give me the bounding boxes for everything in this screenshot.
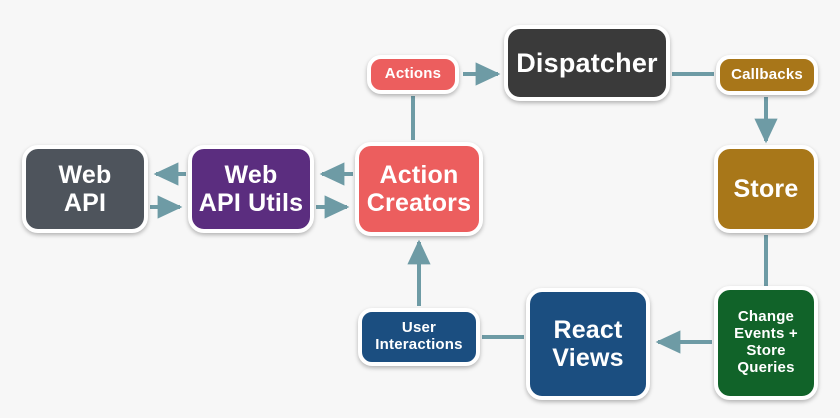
node-actions-label: Actions bbox=[384, 65, 442, 83]
node-web-api[interactable]: Web API bbox=[22, 145, 148, 233]
node-web-api-utils-label: Web API Utils bbox=[198, 161, 304, 217]
node-user-interactions-label: User Interactions bbox=[375, 319, 463, 353]
node-store-label: Store bbox=[733, 175, 799, 203]
node-store[interactable]: Store bbox=[714, 145, 818, 233]
node-callbacks[interactable]: Callbacks bbox=[716, 55, 818, 95]
node-change-events-label: Change Events + Store Queries bbox=[734, 308, 798, 376]
node-action-creators-label: Action Creators bbox=[366, 161, 472, 217]
node-change-events-store-queries[interactable]: Change Events + Store Queries bbox=[714, 286, 818, 400]
node-action-creators[interactable]: Action Creators bbox=[355, 142, 483, 236]
node-user-interactions[interactable]: User Interactions bbox=[358, 308, 480, 366]
node-web-api-utils[interactable]: Web API Utils bbox=[188, 145, 314, 233]
node-web-api-label: Web API bbox=[58, 161, 112, 217]
node-actions[interactable]: Actions bbox=[367, 55, 459, 94]
node-dispatcher-label: Dispatcher bbox=[516, 47, 658, 78]
node-react-views-label: React Views bbox=[552, 316, 624, 372]
node-callbacks-label: Callbacks bbox=[731, 65, 803, 83]
node-react-views[interactable]: React Views bbox=[526, 288, 650, 400]
node-dispatcher[interactable]: Dispatcher bbox=[504, 25, 670, 101]
